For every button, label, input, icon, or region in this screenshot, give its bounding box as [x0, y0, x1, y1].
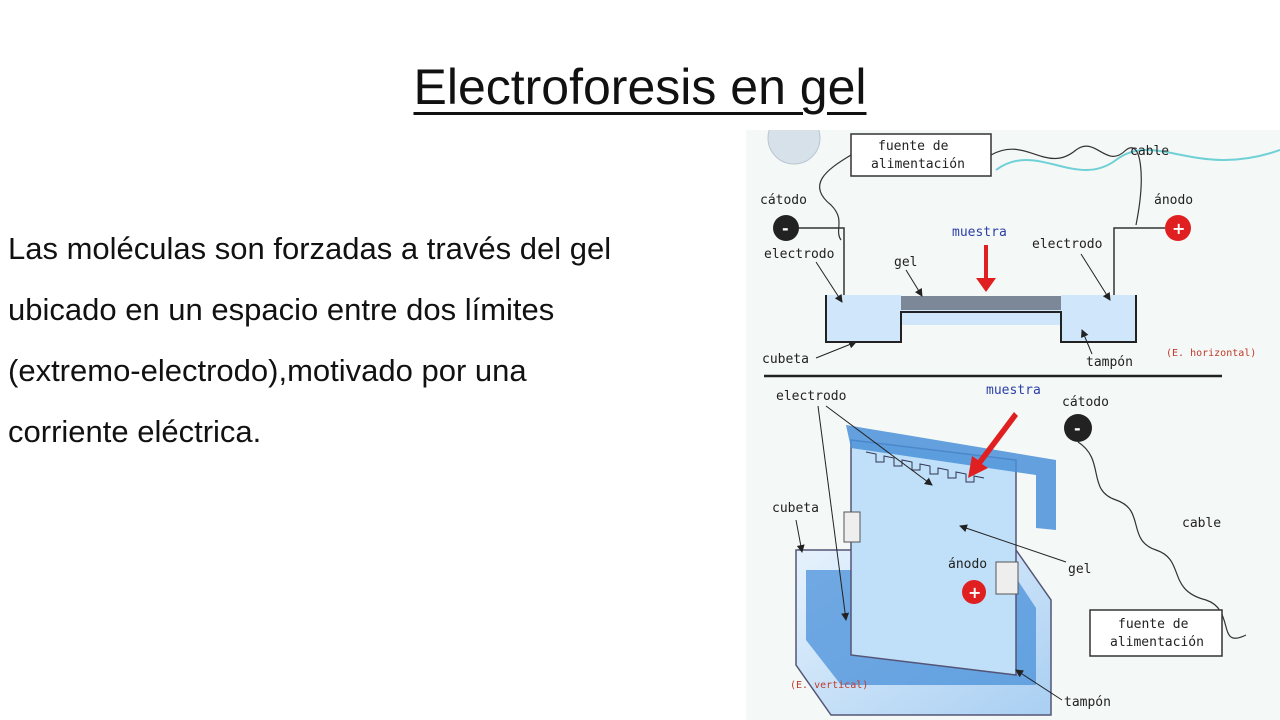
- label-electrodo-left-top: electrodo: [764, 247, 834, 262]
- anode-terminal-bottom: [962, 580, 986, 604]
- label-tampon-top: tampón: [1086, 355, 1133, 370]
- label-anodo-bottom: ánodo: [948, 557, 987, 572]
- label-anodo-top: ánodo: [1154, 193, 1193, 208]
- logo-emblem: [767, 130, 821, 165]
- body-line-2: ubicado en un espacio entre dos límites: [8, 292, 555, 327]
- cathode-sign: -: [782, 219, 789, 238]
- label-cubeta-bottom: cubeta: [772, 501, 819, 516]
- vertical-setup: electrodo muestra - cátodo cubeta cable …: [772, 383, 1247, 716]
- body-line-4: corriente eléctrica.: [8, 414, 262, 449]
- pointer-electrodo-bottom-1: [825, 405, 933, 486]
- label-fuente-bottom-2: alimentación: [1110, 635, 1204, 650]
- cathode-terminal-bottom: [1064, 414, 1092, 442]
- vertical-gel-plate: [850, 439, 1017, 676]
- power-supply-box-bottom: [1089, 609, 1223, 657]
- electrode-wire-left: [799, 227, 845, 305]
- anode-sign: +: [1172, 219, 1185, 238]
- cathode-terminal: [773, 215, 799, 241]
- pointer-electrodo-bottom-2: [817, 405, 850, 621]
- label-fuente-1: fuente de: [878, 139, 949, 154]
- body-line-1: Las moléculas son forzadas a través del …: [8, 231, 612, 266]
- upper-buffer-chamber: [846, 425, 1056, 530]
- horizontal-tank-buffer: [826, 295, 1136, 342]
- sample-arrow-bottom: [968, 412, 1018, 478]
- pointer-gel-top: [905, 269, 923, 297]
- label-fuente-2: alimentación: [871, 157, 965, 172]
- electrophoresis-diagram: fuente de alimentación cable - cátodo + …: [746, 130, 1280, 720]
- label-tampon-bottom: tampón: [1064, 695, 1111, 710]
- cathode-sign-bottom: -: [1074, 419, 1081, 438]
- label-tag-vertical: (E. vertical): [790, 680, 868, 691]
- pointer-cubeta-bottom: [795, 519, 805, 553]
- pointer-tampon-top: [1081, 329, 1093, 355]
- label-electrodo-right-top: electrodo: [1032, 237, 1102, 252]
- horizontal-tank-outline: [825, 295, 1137, 343]
- label-cubeta-top: cubeta: [762, 352, 809, 367]
- horizontal-setup: fuente de alimentación cable - cátodo + …: [760, 133, 1256, 370]
- slide-title: Electroforesis en gel: [413, 59, 867, 115]
- cable-wire-right: [990, 145, 1142, 226]
- body-paragraph: Las moléculas son forzadas a través del …: [8, 218, 748, 462]
- pointer-electrodo-left: [815, 261, 843, 303]
- anode-terminal: [1165, 215, 1191, 241]
- decorative-wave: [995, 149, 1280, 171]
- gel-wells: [865, 451, 985, 483]
- label-muestra-bottom: muestra: [986, 383, 1041, 398]
- label-muestra-top: muestra: [952, 225, 1007, 240]
- label-electrodo-bottom: electrodo: [776, 389, 846, 404]
- label-gel-top: gel: [894, 255, 917, 270]
- label-catodo-bottom: cátodo: [1062, 395, 1109, 410]
- sample-arrow-top: [976, 245, 996, 292]
- anode-sign-bottom: +: [968, 583, 981, 602]
- body-line-3: (extremo-electrodo),motivado por una: [8, 353, 527, 388]
- clamp-left: [843, 511, 861, 543]
- label-cable-bottom: cable: [1182, 516, 1221, 531]
- pointer-tampon-bottom: [1015, 669, 1063, 701]
- pointer-gel-bottom: [959, 524, 1067, 563]
- label-fuente-bottom-1: fuente de: [1118, 617, 1189, 632]
- pointer-electrodo-right: [1080, 253, 1111, 301]
- pointer-cubeta-top: [815, 340, 857, 359]
- label-tag-horizontal: (E. horizontal): [1166, 348, 1256, 359]
- electrode-wire-right: [1113, 227, 1165, 305]
- label-gel-bottom: gel: [1068, 562, 1091, 577]
- label-catodo-top: cátodo: [760, 193, 807, 208]
- horizontal-gel-slab: [901, 296, 1061, 310]
- cable-wire-left: [818, 154, 852, 241]
- clamp-right: [995, 561, 1019, 595]
- label-cable-top: cable: [1130, 144, 1169, 159]
